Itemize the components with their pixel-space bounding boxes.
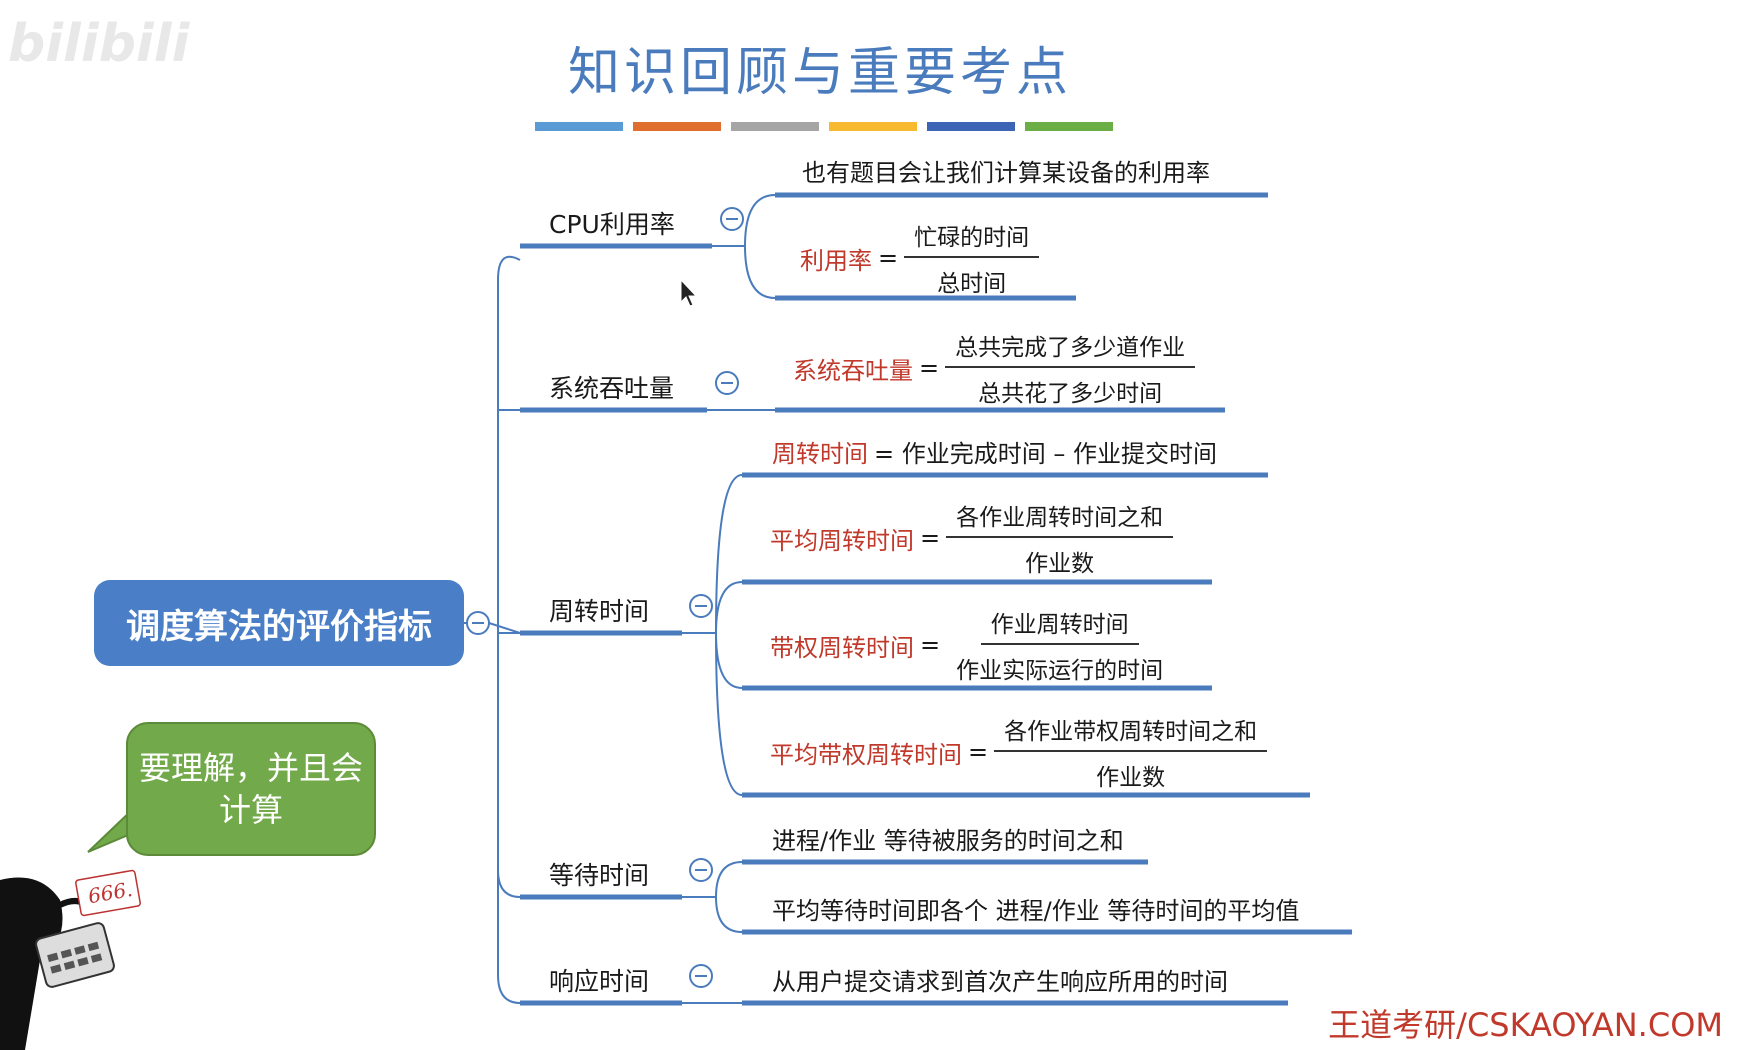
title-color-bar [633,122,721,131]
main-spine [497,255,521,1004]
numerator: 各作业周转时间之和 [946,498,1174,538]
cpu-formula: 利用率 = 忙碌的时间 总时间 [800,218,1040,298]
root-node[interactable]: 调度算法的评价指标 [94,580,464,666]
topic-cpu-utilization[interactable]: CPU利用率 [549,210,675,239]
fraction: 各作业带权周转时间之和 作业数 [994,712,1268,792]
footer-brand: 王道考研/CSKAOYAN.COM [1328,1006,1723,1044]
speech-bubble: 要理解，并且会计算 [126,722,376,856]
avg-turnaround-formula: 平均周转时间 = 各作业周转时间之和 作业数 [770,498,1174,578]
numerator: 总共完成了多少道作业 [945,328,1196,368]
waiting-leaf-sum: 进程/作业 等待被服务的时间之和 [772,827,1124,855]
denominator: 总共花了多少时间 [978,381,1163,407]
formula-text: = 作业完成时间 – 作业提交时间 [874,440,1217,468]
formula-name: 系统吞吐量 [793,356,913,385]
formula-name: 平均带权周转时间 [770,740,962,769]
cpu-note: 也有题目会让我们计算某设备的利用率 [802,159,1210,187]
fraction: 各作业周转时间之和 作业数 [946,498,1174,578]
title-color-bar [535,122,623,131]
mouse-cursor-icon [680,278,698,307]
topic-response[interactable]: 响应时间 [549,967,650,996]
formula-name: 平均周转时间 [770,526,914,555]
topic-turnaround[interactable]: 周转时间 [549,597,650,626]
topic-throughput[interactable]: 系统吞吐量 [549,374,675,403]
numerator: 各作业带权周转时间之和 [994,712,1268,752]
numerator: 作业周转时间 [980,605,1139,645]
fraction: 作业周转时间 作业实际运行的时间 [946,605,1173,685]
equals-sign: = [919,354,940,382]
equals-sign: = [878,244,899,272]
denominator: 作业实际运行的时间 [956,658,1164,684]
formula-name: 利用率 [800,246,872,275]
title-color-bars [535,122,1115,131]
root-to-spine [488,622,521,634]
title-color-bar [1025,122,1113,131]
title-color-bar [927,122,1015,131]
waiting-leaf-average: 平均等待时间即各个 进程/作业 等待时间的平均值 [772,897,1300,925]
bilibili-watermark: bilibili [8,14,190,74]
title-color-bar [731,122,819,131]
formula-name: 周转时间 [772,440,868,468]
weighted-turnaround-formula: 带权周转时间 = 作业周转时间 作业实际运行的时间 [770,605,1173,685]
numerator: 忙碌的时间 [904,218,1040,258]
denominator: 作业数 [1096,765,1166,791]
spine-to-waiting [497,869,521,898]
fraction: 忙碌的时间 总时间 [904,218,1040,298]
throughput-formula: 系统吞吐量 = 总共完成了多少道作业 总共花了多少时间 [793,328,1196,408]
denominator: 作业数 [1025,551,1095,577]
denominator: 总时间 [937,271,1007,297]
title-color-bar [829,122,917,131]
topic-waiting[interactable]: 等待时间 [549,861,650,890]
equals-sign: = [968,738,989,766]
mascot-icon: 666. [0,869,141,1050]
equals-sign: = [920,631,941,659]
turnaround-definition: 周转时间 = 作业完成时间 – 作业提交时间 [772,434,1217,469]
avg-weighted-turnaround-formula: 平均带权周转时间 = 各作业带权周转时间之和 作业数 [770,712,1268,792]
formula-name: 带权周转时间 [770,633,914,662]
fraction: 总共完成了多少道作业 总共花了多少时间 [945,328,1196,408]
page-title: 知识回顾与重要考点 [567,43,1072,103]
response-leaf: 从用户提交请求到首次产生响应所用的时间 [772,968,1228,996]
equals-sign: = [920,524,941,552]
